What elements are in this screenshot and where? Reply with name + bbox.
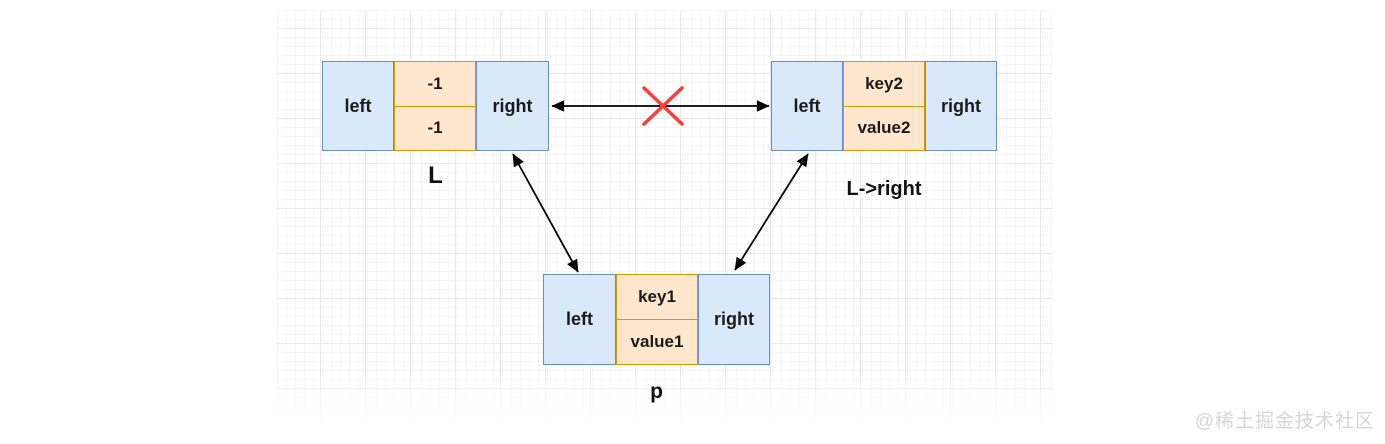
node-p-left-pointer-cell: left bbox=[543, 274, 616, 365]
node-L-data-cell: -1 -1 bbox=[394, 61, 476, 151]
node-L-right-value-cell: value2 bbox=[857, 118, 911, 138]
node-L-right-key-cell: key2 bbox=[844, 62, 924, 107]
node-L-right-caption: L->right bbox=[846, 178, 922, 200]
node-p-caption: p bbox=[650, 380, 663, 403]
node-p-right-label: right bbox=[714, 309, 754, 329]
node-p-right-pointer-cell: right bbox=[698, 274, 770, 365]
node-p-data-cell: key1 value1 bbox=[616, 274, 698, 365]
node-L-value-cell: -1 bbox=[427, 118, 443, 138]
node-L-left-label: left bbox=[344, 95, 372, 116]
node-p-left-label: left bbox=[566, 309, 593, 329]
node-L-right: left key2 value2 right bbox=[771, 61, 997, 151]
node-L-right-data-cell: key2 value2 bbox=[843, 61, 925, 151]
node-L: left -1 -1 right bbox=[322, 61, 549, 151]
node-L-right-right-label: right bbox=[941, 95, 981, 116]
node-L-right-label: right bbox=[492, 95, 533, 116]
node-L-key-cell: -1 bbox=[395, 62, 475, 107]
node-L-right-left-pointer-cell: left bbox=[771, 61, 843, 151]
node-L-caption: L bbox=[428, 162, 443, 189]
node-L-right-right-pointer-cell: right bbox=[925, 61, 997, 151]
node-p-key-cell: key1 bbox=[617, 275, 697, 320]
node-L-right-pointer-cell: right bbox=[476, 61, 549, 151]
node-p: left key1 value1 right bbox=[543, 274, 770, 365]
node-L-right-left-label: left bbox=[793, 95, 821, 116]
node-p-value-cell: value1 bbox=[630, 332, 684, 351]
node-L-left-pointer-cell: left bbox=[322, 61, 394, 151]
watermark: @稀土掘金技术社区 bbox=[1194, 411, 1375, 432]
